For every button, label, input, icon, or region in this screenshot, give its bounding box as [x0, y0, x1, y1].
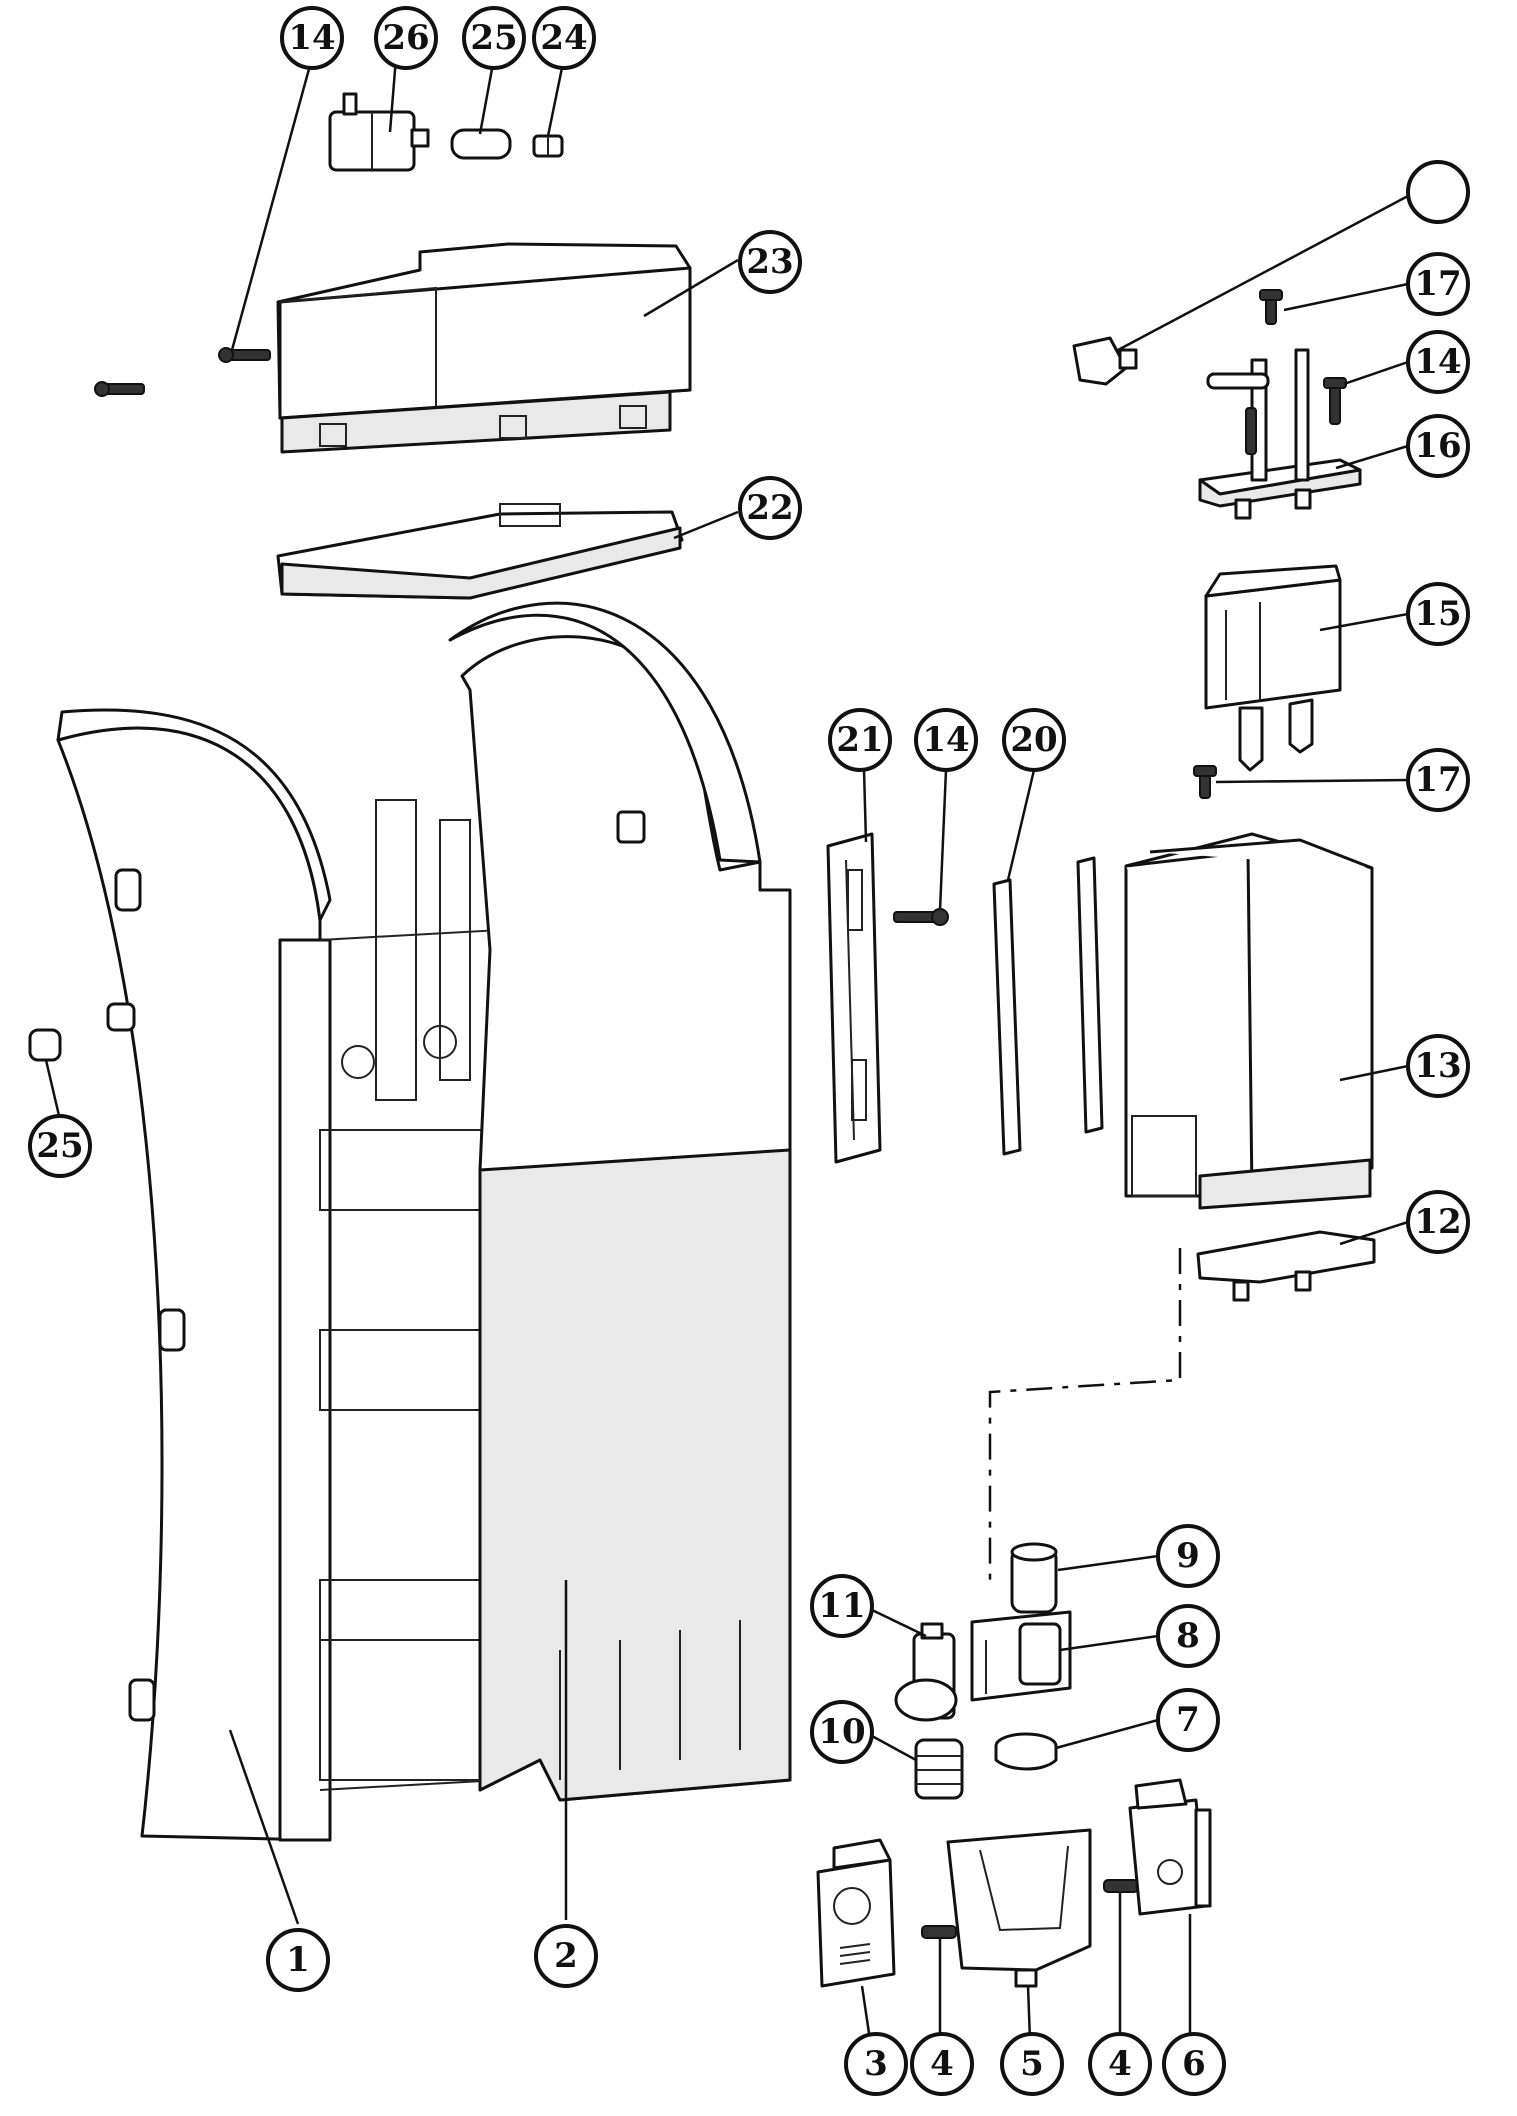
callout-24: 26 [374, 6, 438, 70]
callout-label: 6 [1182, 2044, 1206, 2084]
part-1-main-housing [56, 708, 501, 1842]
part-2-rear-panel [448, 601, 792, 1802]
callout-label: 22 [746, 488, 793, 528]
callout-12: 12 [1406, 1190, 1470, 1254]
callout-14-middle: 14 [914, 708, 978, 772]
callout-label: 5 [1020, 2044, 1044, 2084]
callout-label: 12 [1414, 1202, 1461, 1242]
part-3-control-box [816, 1838, 896, 1988]
part-10-filter [914, 1738, 964, 1800]
callout-14-right: 14 [1406, 330, 1470, 394]
callout-18: 20 [1002, 708, 1066, 772]
callout-label: 7 [1176, 1700, 1200, 1740]
callout-label: 20 [1010, 720, 1057, 760]
part-8-solenoid [970, 1610, 1072, 1702]
part-24-valve [328, 92, 430, 172]
callout-1: 1 [266, 1928, 330, 1992]
callout-label: 25 [470, 18, 517, 58]
part-25-bushing [28, 1028, 62, 1062]
callout-14-top: 14 [280, 6, 344, 70]
part-13-container [1124, 832, 1374, 1210]
callout-label: 25 [36, 1126, 83, 1166]
part-14-screw-a [218, 347, 271, 363]
callout-label: 17 [1414, 264, 1461, 304]
part-4-spring-a [921, 1925, 957, 1939]
part-14-screw-c [1323, 377, 1347, 425]
callout-label: 8 [1176, 1616, 1200, 1656]
callout-label: 4 [930, 2044, 954, 2084]
callout-label: 14 [288, 18, 335, 58]
part-14-screw-c2 [1245, 407, 1257, 455]
part-20-tray-base [276, 503, 684, 600]
callout-19: 21 [828, 708, 892, 772]
callout-25: 25 [28, 1114, 92, 1178]
part-14-screw-b [893, 908, 949, 926]
part-26-fitting [1072, 336, 1138, 386]
callout-label: 14 [1414, 342, 1461, 382]
callout-15: 15 [1406, 582, 1470, 646]
callout-label: 17 [1414, 760, 1461, 800]
callout-label: 2 [554, 1936, 578, 1976]
callout-23: 25 [462, 6, 526, 70]
part-19-rail [826, 832, 882, 1164]
part-11-fitting [894, 1622, 958, 1722]
part-22-cap [532, 134, 564, 158]
callout-3: 3 [844, 2032, 908, 2096]
callout-4-right: 4 [1088, 2032, 1152, 2096]
callout-13: 13 [1406, 1034, 1470, 1098]
callout-label: 4 [1108, 2044, 1132, 2084]
part-17-screw-a [1259, 289, 1283, 325]
callout-label: 1 [286, 1940, 310, 1980]
callout-17-upper: 17 [1406, 252, 1470, 316]
callout-label: 15 [1414, 594, 1461, 634]
part-16-bracket [1198, 348, 1362, 520]
part-4-spring-b [1103, 1879, 1139, 1893]
callout-label: 9 [1176, 1536, 1200, 1576]
callout-20: 22 [738, 476, 802, 540]
callout-label: 3 [864, 2044, 888, 2084]
callout-10: 10 [810, 1700, 874, 1764]
callout-21: 23 [738, 230, 802, 294]
callout-label: 23 [746, 242, 793, 282]
part-23-sleeve [450, 128, 512, 160]
callout-17-lower: 17 [1406, 748, 1470, 812]
callout-26 [1406, 160, 1470, 224]
callout-11: 11 [810, 1574, 874, 1638]
part-7-ring [994, 1732, 1058, 1771]
callout-2: 2 [534, 1924, 598, 1988]
part-6-switch [1128, 1778, 1212, 1916]
leader-lines [44, 57, 1409, 2041]
callout-label: 21 [836, 720, 883, 760]
screw-left [94, 381, 145, 397]
part-5-bracket [946, 1828, 1092, 1988]
callout-label: 14 [922, 720, 969, 760]
callout-6: 6 [1162, 2032, 1226, 2096]
callout-label: 10 [818, 1712, 865, 1752]
part-21-top-tray [276, 242, 692, 454]
part-15-mid-housing [1204, 564, 1342, 772]
callout-label: 24 [540, 18, 587, 58]
part-12-tray [1196, 1230, 1376, 1302]
callout-5: 5 [1000, 2032, 1064, 2096]
callout-label: 11 [818, 1586, 865, 1626]
callout-7: 7 [1156, 1688, 1220, 1752]
callout-16: 16 [1406, 414, 1470, 478]
callout-22: 24 [532, 6, 596, 70]
dashed-connection-line [988, 1248, 1182, 1580]
part-18-strip [992, 856, 1104, 1156]
part-9-valve-top [1010, 1542, 1058, 1614]
callout-label: 26 [382, 18, 429, 58]
callout-9: 9 [1156, 1524, 1220, 1588]
part-17-screw-b [1193, 765, 1217, 799]
callout-4-left: 4 [910, 2032, 974, 2096]
callout-label: 16 [1414, 426, 1461, 466]
callout-8: 8 [1156, 1604, 1220, 1668]
callout-label: 13 [1414, 1046, 1461, 1086]
